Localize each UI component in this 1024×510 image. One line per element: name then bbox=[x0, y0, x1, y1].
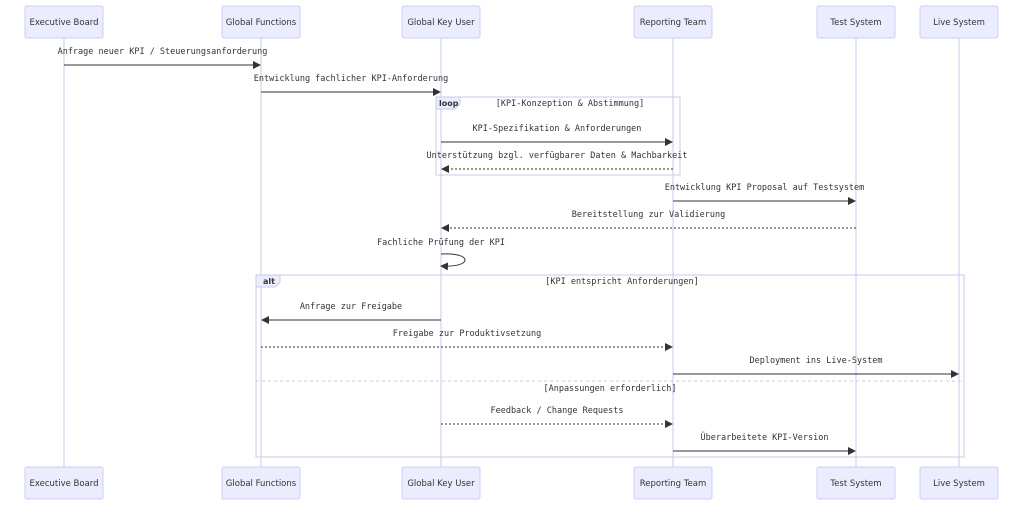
actor-label: Test System bbox=[829, 18, 881, 28]
loop-tag bbox=[435, 96, 461, 110]
message-label: Feedback / Change Requests bbox=[490, 406, 623, 416]
actor-gf-top[interactable]: Global Functions bbox=[221, 5, 301, 39]
actor-label: Global Functions bbox=[226, 479, 297, 489]
actor-box bbox=[221, 466, 301, 500]
message-label: Anfrage zur Freigabe bbox=[300, 302, 402, 312]
actor-label: Reporting Team bbox=[640, 479, 707, 489]
message-1: Anfrage neuer KPI / Steuerungsanforderun… bbox=[58, 47, 268, 69]
actor-box bbox=[24, 5, 104, 39]
message-label: Überarbeitete KPI-Version bbox=[701, 432, 829, 443]
loop-frame bbox=[435, 96, 681, 176]
message-self-arrow bbox=[440, 253, 466, 271]
actor-label: Executive Board bbox=[29, 18, 98, 28]
message-6: Bereitstellung zur Validierung bbox=[441, 210, 856, 232]
actor-box bbox=[919, 466, 999, 500]
actor-label: Global Key User bbox=[407, 479, 475, 489]
message-3: KPI-Spezifikation & Anforderungen bbox=[441, 124, 673, 146]
actor-rt-bottom[interactable]: Reporting Team bbox=[633, 466, 713, 500]
actor-eb-bottom[interactable]: Executive Board bbox=[24, 466, 104, 500]
message-11: Feedback / Change Requests bbox=[441, 406, 673, 428]
message-label: KPI-Spezifikation & Anforderungen bbox=[473, 124, 642, 134]
actor-label: Reporting Team bbox=[640, 18, 707, 28]
actor-gku-top[interactable]: Global Key User bbox=[401, 5, 481, 39]
alt-else-label: [Anpassungen erforderlich] bbox=[543, 384, 676, 394]
loop-condition-label: [KPI-Konzeption & Abstimmung] bbox=[496, 99, 644, 109]
message-label: Deployment ins Live-System bbox=[749, 356, 882, 366]
actor-label: Executive Board bbox=[29, 479, 98, 489]
alt-frame bbox=[255, 274, 965, 458]
message-9: Freigabe zur Produktivsetzung bbox=[261, 329, 673, 351]
alt-tag bbox=[255, 274, 281, 288]
message-label: Entwicklung fachlicher KPI-Anforderung bbox=[254, 74, 448, 84]
message-label: Freigabe zur Produktivsetzung bbox=[393, 329, 541, 339]
actor-gf-bottom[interactable]: Global Functions bbox=[221, 466, 301, 500]
message-10: Deployment ins Live-System bbox=[673, 356, 959, 378]
message-label: Entwicklung KPI Proposal auf Testsystem bbox=[665, 183, 865, 193]
actor-gku-bottom[interactable]: Global Key User bbox=[401, 466, 481, 500]
alt-condition-label: [KPI entspricht Anforderungen] bbox=[545, 277, 699, 287]
message-label: Anfrage neuer KPI / Steuerungsanforderun… bbox=[58, 47, 268, 57]
alt-tag-label: alt bbox=[263, 277, 275, 286]
loop-tag-label: loop bbox=[439, 99, 459, 108]
actor-label: Test System bbox=[829, 479, 881, 489]
actor-ls-bottom[interactable]: Live System bbox=[919, 466, 999, 500]
actor-ts-bottom[interactable]: Test System bbox=[816, 466, 896, 500]
actor-box bbox=[919, 5, 999, 39]
actor-label: Live System bbox=[933, 479, 985, 489]
actor-label: Live System bbox=[933, 18, 985, 28]
actor-label: Global Functions bbox=[226, 18, 297, 28]
actor-box bbox=[401, 466, 481, 500]
actor-box bbox=[816, 466, 896, 500]
actor-label: Global Key User bbox=[407, 18, 475, 28]
actor-box bbox=[633, 466, 713, 500]
message-5: Entwicklung KPI Proposal auf Testsystem bbox=[665, 183, 865, 205]
actor-eb-top[interactable]: Executive Board bbox=[24, 5, 104, 39]
message-label: Unterstützung bzgl. verfügbarer Daten & … bbox=[427, 151, 688, 161]
actor-box bbox=[24, 466, 104, 500]
message-2: Entwicklung fachlicher KPI-Anforderung bbox=[254, 74, 448, 96]
actor-rt-top[interactable]: Reporting Team bbox=[633, 5, 713, 39]
actor-ts-top[interactable]: Test System bbox=[816, 5, 896, 39]
actor-box bbox=[401, 5, 481, 39]
actor-box bbox=[633, 5, 713, 39]
message-label: Bereitstellung zur Validierung bbox=[572, 210, 726, 220]
actor-box bbox=[221, 5, 301, 39]
message-label: Fachliche Prüfung der KPI bbox=[377, 238, 505, 248]
message-8: Anfrage zur Freigabe bbox=[261, 302, 441, 324]
message-12: Überarbeitete KPI-Version bbox=[673, 432, 856, 455]
message-4: Unterstützung bzgl. verfügbarer Daten & … bbox=[427, 151, 688, 173]
message-7: Fachliche Prüfung der KPI bbox=[377, 238, 505, 271]
actor-box bbox=[816, 5, 896, 39]
actor-ls-top[interactable]: Live System bbox=[919, 5, 999, 39]
